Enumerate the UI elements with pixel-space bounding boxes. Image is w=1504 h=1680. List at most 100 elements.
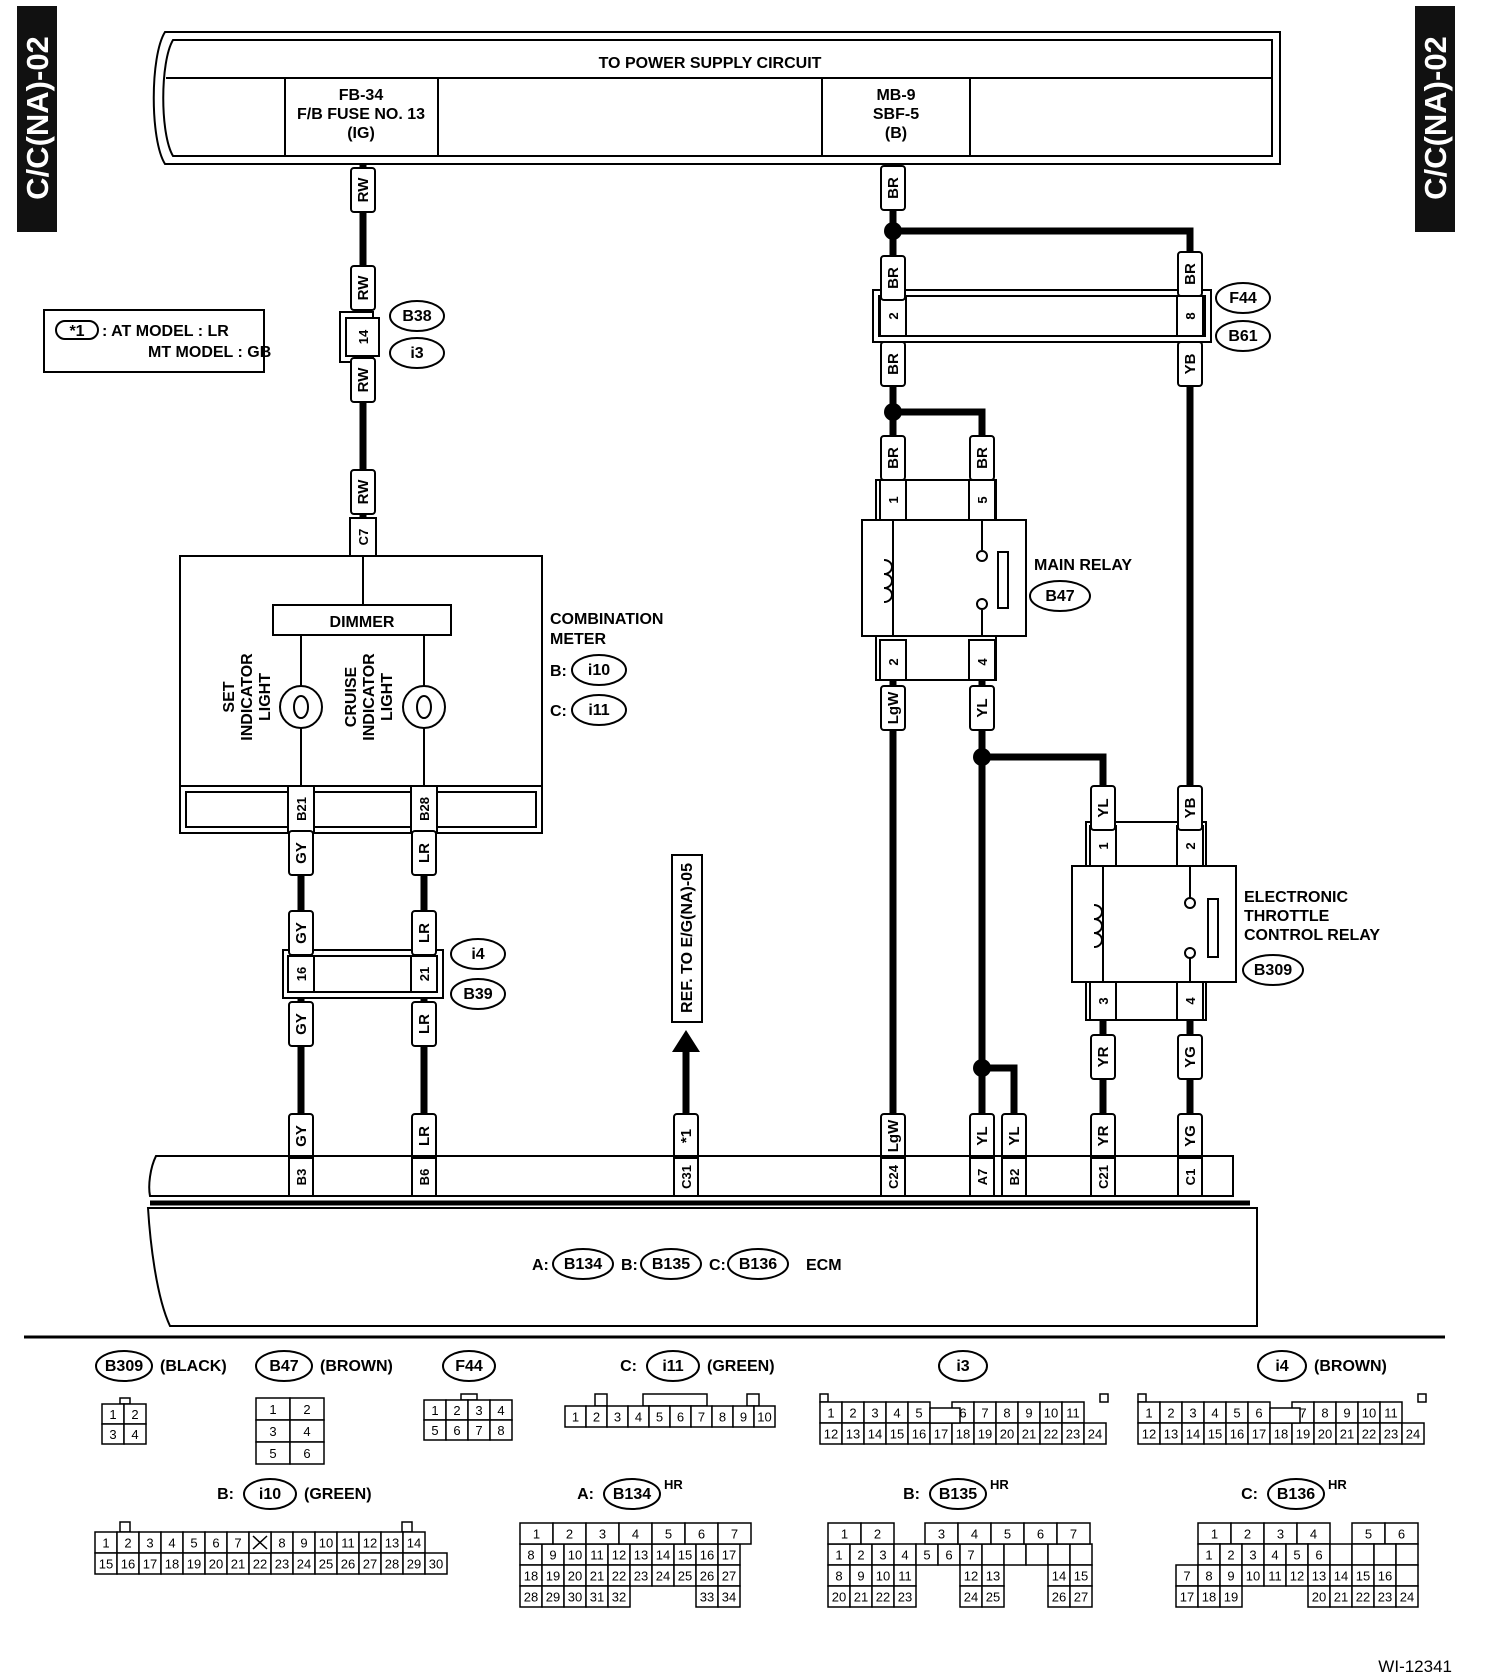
- pin-number: 16: [121, 1557, 135, 1572]
- pin-number: 4: [168, 1536, 175, 1551]
- sbf-line-3: (B): [885, 125, 907, 142]
- wire-color-label: YL: [1001, 1113, 1027, 1159]
- meter-b-conn: i10: [588, 662, 610, 679]
- ecm-c-conn: B136: [739, 1256, 777, 1273]
- pin-number: 16: [700, 1548, 714, 1563]
- pin-number: 5: [1004, 1527, 1011, 1542]
- jc2-top: i4: [471, 946, 484, 963]
- pin-number: 24: [656, 1569, 670, 1584]
- pin-number: 1: [109, 1407, 116, 1422]
- wire-color-label: BR: [969, 435, 995, 481]
- pin-number: 17: [1180, 1590, 1194, 1605]
- ecm-b-prefix: B:: [621, 1257, 638, 1274]
- pin-number: 11: [898, 1569, 912, 1584]
- pin-number: 17: [143, 1557, 157, 1572]
- pin-number: 28: [524, 1590, 538, 1605]
- pin-number: 10: [1246, 1569, 1260, 1584]
- pin-number: 18: [165, 1557, 179, 1572]
- pin-number: 1: [572, 1410, 579, 1425]
- pin-number: 12: [363, 1536, 377, 1551]
- pin-number: 4: [303, 1424, 310, 1439]
- power-supply-box: TO POWER SUPPLY CIRCUIT FB-34 F/B FUSE N…: [152, 31, 1281, 165]
- pin-number: 27: [1074, 1590, 1088, 1605]
- pin-number: 8: [835, 1569, 842, 1584]
- pin-number: 7: [234, 1536, 241, 1551]
- note-marker: *1: [69, 323, 84, 340]
- pin-number: 15: [890, 1427, 904, 1442]
- pin-number: 2: [1227, 1548, 1234, 1563]
- jc3-pin-2: 2: [886, 312, 901, 319]
- pin-number: 14: [1334, 1569, 1348, 1584]
- view-name: B47: [269, 1358, 298, 1375]
- pin-number: 18: [1274, 1427, 1288, 1442]
- wire-color-label: LgW: [880, 1113, 906, 1159]
- pin-number: 26: [700, 1569, 714, 1584]
- wire-color-label: RW: [350, 357, 376, 403]
- wire-color-text: LR: [416, 1126, 433, 1146]
- pin-number: 3: [614, 1410, 621, 1425]
- joint-connector-b38-i3: 14 B38 i3: [339, 300, 445, 369]
- pin-number: 1: [1145, 1406, 1152, 1421]
- etc-relay-pin-2: 2: [1183, 842, 1198, 849]
- pin-number: 4: [971, 1527, 978, 1542]
- pin-number: 30: [429, 1557, 443, 1572]
- pin-number: 1: [269, 1402, 276, 1417]
- pin-number: 1: [533, 1527, 540, 1542]
- wire-color-label: YG: [1177, 1113, 1203, 1159]
- pin-number: 3: [879, 1548, 886, 1563]
- view-color: (GREEN): [304, 1486, 372, 1503]
- pin-number: 2: [453, 1403, 460, 1418]
- etc-label-2: THROTTLE: [1244, 908, 1330, 925]
- ecm-pin: A7: [969, 1157, 995, 1197]
- pin-number: 11: [1268, 1569, 1282, 1584]
- etc-relay-pin-4: 4: [1183, 997, 1198, 1005]
- pin-number: 19: [1224, 1590, 1238, 1605]
- pin-number: 12: [1290, 1569, 1304, 1584]
- wire-color-text: GY: [293, 1125, 310, 1147]
- ecm-pin-text: C31: [679, 1165, 694, 1189]
- pin-number: 19: [978, 1427, 992, 1442]
- ecm-pin-text: A7: [975, 1169, 990, 1186]
- jc1-pin: 14: [356, 329, 371, 344]
- wire-color-text: YB: [1182, 353, 1199, 374]
- etc-relay-conn: B309: [1254, 962, 1292, 979]
- pin-number: 9: [1343, 1406, 1350, 1421]
- pin-number: 23: [634, 1569, 648, 1584]
- wire-color-text: LR: [416, 923, 433, 943]
- sbf-line-1: MB-9: [876, 87, 915, 104]
- meter-pin-b28: B28: [417, 797, 432, 821]
- ecm-pin-text: C1: [1183, 1169, 1198, 1186]
- pin-number: 10: [876, 1569, 890, 1584]
- wire-color-text: YB: [1182, 797, 1199, 818]
- pin-number: 20: [209, 1557, 223, 1572]
- pin-number: 25: [319, 1557, 333, 1572]
- pin-number: 19: [187, 1557, 201, 1572]
- splice-yl-1: [973, 748, 991, 766]
- pin-number: 4: [632, 1527, 639, 1542]
- pin-number: 14: [1186, 1427, 1200, 1442]
- pin-number: 20: [832, 1590, 846, 1605]
- ecm-pin-text: B3: [294, 1169, 309, 1186]
- pin-number: 13: [1312, 1569, 1326, 1584]
- splice-br-1: [884, 222, 902, 240]
- pin-number: 6: [945, 1548, 952, 1563]
- wire-color-text: RW: [355, 367, 372, 393]
- pin-number: 20: [1000, 1427, 1014, 1442]
- cavity-blocked-icon: [252, 1535, 268, 1550]
- pin-number: 14: [868, 1427, 882, 1442]
- pin-number: 4: [497, 1403, 504, 1418]
- view-color: (GREEN): [707, 1358, 775, 1375]
- view-name: i11: [662, 1358, 683, 1375]
- wire-color-text: BR: [974, 447, 991, 469]
- pin-number: 2: [566, 1527, 573, 1542]
- pin-number: 2: [303, 1402, 310, 1417]
- pin-number: 7: [981, 1406, 988, 1421]
- ecm-a-conn: B134: [564, 1256, 602, 1273]
- pin-number: 4: [1211, 1406, 1218, 1421]
- wire-color-label: BR: [1177, 251, 1203, 297]
